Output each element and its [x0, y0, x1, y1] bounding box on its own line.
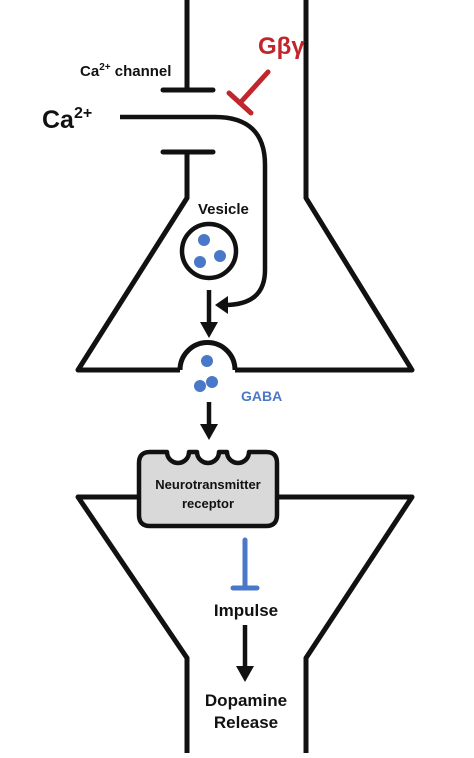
inhibitor-label: Gβγ	[258, 33, 305, 60]
postsynaptic-terminal	[75, 494, 415, 753]
receptor-label-line2: receptor	[182, 496, 234, 511]
calcium-arrowhead	[215, 296, 228, 314]
gaba-molecule	[198, 234, 210, 246]
receptor-arrowhead	[200, 424, 218, 440]
gaba-molecule	[201, 355, 213, 367]
presynaptic-left-wall-lower	[75, 152, 190, 373]
postsynaptic-left-wall	[75, 494, 190, 753]
postsynaptic-right-wall	[278, 494, 415, 753]
gaba-molecule	[214, 250, 226, 262]
ion-label: Ca2+	[42, 105, 92, 134]
gaba-label: GABA	[241, 388, 282, 404]
receptor-label-line1: Neurotransmitter	[155, 477, 260, 492]
presynaptic-terminal	[75, 0, 415, 373]
release-label-line2: Release	[214, 713, 278, 732]
inhibition-tbar-red	[226, 90, 254, 116]
released-gaba	[194, 355, 218, 392]
gaba-inhibition-blue	[230, 537, 260, 591]
gaba-molecule	[194, 256, 206, 268]
gbetagamma-inhibition	[226, 69, 271, 116]
vesicle	[179, 221, 239, 281]
inhibition-line-red	[237, 69, 271, 106]
impulse-label: Impulse	[214, 601, 278, 620]
presynaptic-right-wall	[235, 0, 415, 373]
vesicle-membrane	[179, 221, 239, 281]
calcium-influx-path	[120, 114, 268, 308]
vesicle-arrowhead	[200, 322, 218, 338]
gaba-molecule	[206, 376, 218, 388]
release-arrowhead	[236, 666, 254, 682]
neurotransmitter-receptor	[136, 449, 280, 529]
channel-label: Ca2+ channel	[80, 62, 171, 80]
release-site-bump	[177, 340, 238, 371]
receptor-body	[136, 449, 280, 529]
vesicle-label: Vesicle	[198, 201, 249, 218]
release-label-line1: Dopamine	[205, 691, 287, 710]
gaba-molecule	[194, 380, 206, 392]
calcium-channel	[160, 87, 216, 155]
